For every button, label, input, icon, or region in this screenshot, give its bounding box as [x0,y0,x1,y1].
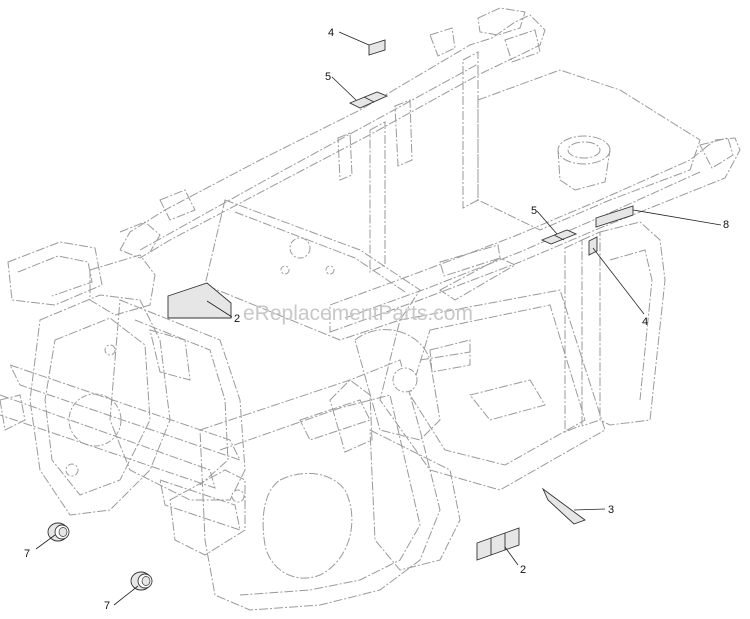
leader-lines [35,31,722,606]
decal-4-top [368,39,386,56]
callout-7-left: 7 [24,548,30,560]
callout-4-top: 4 [328,27,334,39]
decal-5-top [348,91,389,109]
callout-numbers: 4 5 5 8 4 2 3 2 7 7 [24,27,729,612]
callout-5-right: 5 [531,205,537,217]
callout-3: 3 [608,504,614,516]
decal-2-left [167,282,232,319]
bushing-7-bottom [130,571,153,591]
callout-2-bottom: 2 [520,564,526,576]
decal-3 [541,487,586,525]
watermark-text: eReplacementParts.com [243,302,473,325]
callout-4-right: 4 [642,316,648,328]
decal-4-right [588,236,598,256]
decal-8 [595,205,634,228]
callout-7-bottom: 7 [104,600,110,612]
callout-8: 8 [723,219,729,231]
callout-2-left: 2 [234,313,240,325]
decal-2-bottom [476,527,520,561]
chassis-frame [0,7,741,611]
decal-parts [47,39,634,591]
callout-5-top: 5 [325,71,331,83]
